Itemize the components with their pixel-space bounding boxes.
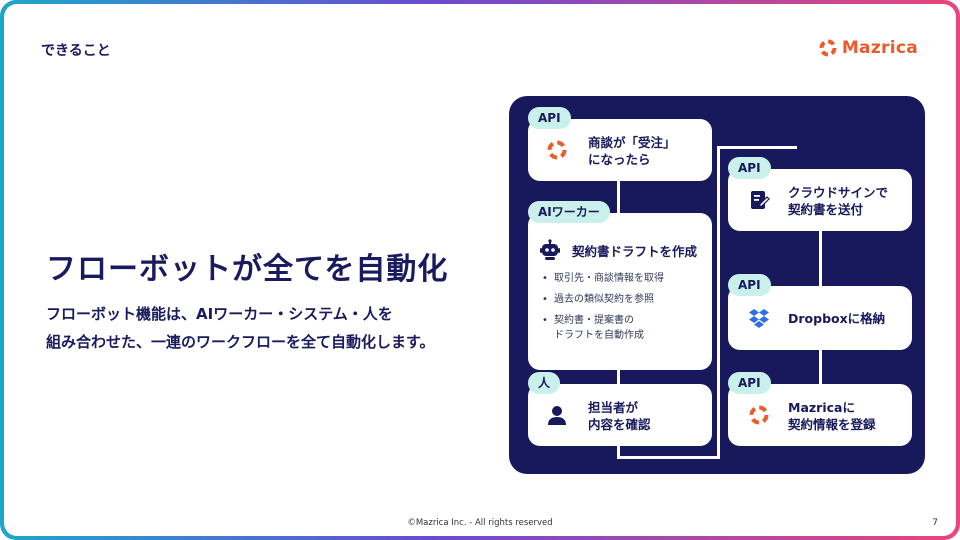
step-title-line: になったら — [588, 152, 651, 167]
step-title: 商談が「受注」 になったら — [588, 134, 676, 168]
step-tag: API — [728, 157, 771, 179]
step-title: 契約書ドラフトを作成 — [572, 243, 697, 260]
connector — [617, 446, 620, 458]
step-title: クラウドサインで 契約書を送付 — [788, 184, 888, 218]
connector — [819, 230, 822, 286]
flow-diagram: API 商談が「受注」 になったら AIワーカー — [509, 96, 925, 474]
step-title-line: 担当者が — [588, 400, 639, 415]
step-title-line: 契約書ドラフトを作成 — [572, 244, 698, 259]
step-title-line: クラウドサインで — [788, 185, 889, 200]
step-tag: API — [728, 372, 771, 394]
step-tag: API — [528, 107, 571, 129]
flow-step-cloudsign: API クラウドサインで 契約書を送付 — [728, 157, 912, 231]
connector — [819, 350, 822, 384]
step-title: Mazricaに 契約情報を登録 — [788, 399, 876, 433]
step-tag: AIワーカー — [528, 201, 610, 223]
step-tag: 人 — [528, 372, 561, 394]
body-text: フローボット機能は、AIワーカー・システム・人を 組み合わせた、一連のワークフロ… — [46, 300, 435, 356]
flow-step-mazrica-register: API Mazricaに 契約情報を登録 — [728, 372, 912, 446]
flow-step-deal-won: API 商談が「受注」 になったら — [528, 107, 712, 181]
connector — [717, 146, 720, 459]
flow-step-ai-draft: AIワーカー 契約書ドラフトを作成 • 取引先・商談情報を取得 — [528, 201, 712, 370]
bullet-text: ドラフトを自動作成 — [554, 330, 644, 341]
step-title-line: 契約情報を登録 — [788, 417, 876, 432]
step-title-line: 内容を確認 — [588, 417, 651, 432]
connector — [717, 146, 797, 149]
slide: できること Mazrica フローボットが全てを自動化 フローボット機能は、AI… — [4, 4, 956, 536]
connector — [617, 366, 620, 388]
bullet-item: • 契約書・提案書の ドラフトを自動作成 — [542, 315, 644, 341]
step-title: 担当者が 内容を確認 — [588, 399, 651, 433]
mazrica-ring-icon — [749, 405, 769, 425]
step-title-line: 契約書を送付 — [788, 202, 864, 217]
connector — [617, 176, 620, 216]
robot-icon — [540, 239, 560, 260]
bullet-text: 過去の類似契約を参照 — [554, 294, 654, 305]
bullet-text: 取引先・商談情報を取得 — [554, 273, 664, 284]
logo-text: Mazrica — [841, 38, 918, 58]
step-title-line: 商談が「受注」 — [588, 135, 676, 150]
step-title-line: Dropboxに格納 — [788, 311, 886, 326]
page-number: 7 — [932, 518, 938, 528]
headline: フローボットが全てを自動化 — [46, 252, 449, 287]
flow-step-human-review: 人 担当者が 内容を確認 — [528, 372, 712, 446]
dropbox-icon — [749, 309, 769, 328]
copyright: ©Mazrica Inc. - All rights reserved — [407, 518, 553, 528]
body-line: 組み合わせた、一連のワークフローを全て自動化します。 — [46, 333, 435, 351]
step-bullets: • 取引先・商談情報を取得 • 過去の類似契約を参照 • 契約書・提案書の ドラ… — [542, 271, 664, 349]
bullet-item: • 過去の類似契約を参照 — [542, 294, 654, 305]
step-title-line: Mazricaに — [788, 400, 855, 415]
person-icon — [548, 406, 566, 425]
connector — [617, 456, 719, 459]
section-label: できること — [41, 43, 111, 59]
mazrica-ring-icon — [547, 140, 567, 160]
step-title: Dropboxに格納 — [788, 310, 885, 327]
step-tag: API — [728, 274, 771, 296]
bullet-text: 契約書・提案書の — [554, 315, 634, 326]
body-line: フローボット機能は、AIワーカー・システム・人を — [46, 305, 393, 323]
flow-step-dropbox: API Dropboxに格納 — [728, 274, 912, 350]
sign-document-icon — [751, 191, 770, 209]
mazrica-logo-icon — [819, 39, 837, 57]
brand-logo: Mazrica — [818, 38, 918, 58]
bullet-item: • 取引先・商談情報を取得 — [542, 273, 664, 284]
